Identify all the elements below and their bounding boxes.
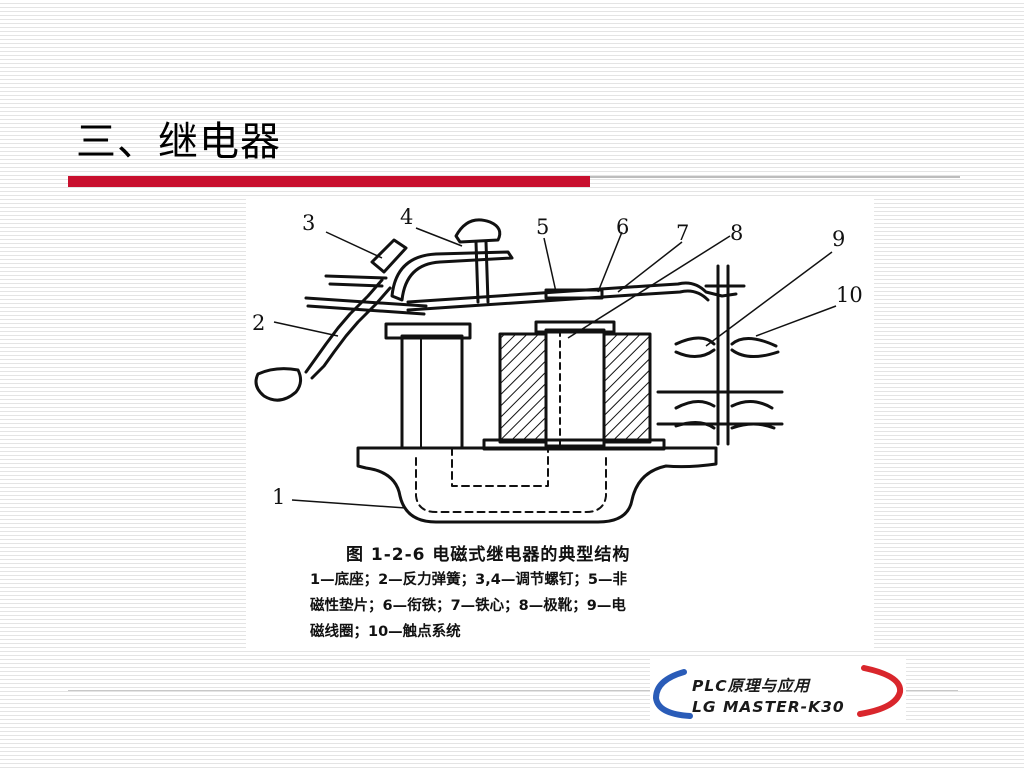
logo-text-line: LG MASTER-K30	[692, 698, 845, 716]
label-5: 5	[536, 215, 549, 239]
label-6: 6	[616, 215, 629, 239]
label-7: 7	[676, 221, 689, 245]
figure-caption-title: 图 1-2-6 电磁式继电器的典型结构	[346, 545, 631, 565]
label-3: 3	[302, 211, 315, 235]
reaction-spring	[304, 278, 392, 380]
spring-cap	[254, 367, 303, 402]
figure-caption-line: 磁性垫片；6—衔铁；7—铁心；8—极靴；9—电	[310, 598, 626, 614]
yoke-left	[400, 334, 464, 450]
footer-divider	[68, 690, 958, 691]
armature	[406, 281, 738, 304]
label-2: 2	[252, 311, 265, 335]
relay-structure-figure: 1 2 3 4 5 6 7 8 9 10 图 1-2-6 电磁式继电器的典型结构…	[246, 196, 874, 650]
label-8: 8	[730, 221, 743, 245]
adjusting-screw-4	[454, 218, 502, 244]
coil-base-plate	[482, 438, 666, 451]
coil-right	[602, 332, 652, 444]
bracket	[390, 250, 514, 302]
logo-text-line: PLC原理与应用	[692, 677, 811, 695]
figure-caption-line: 1—底座；2—反力弹簧；3,4—调节螺钉；5—非	[310, 572, 627, 588]
yoke-top	[384, 322, 472, 340]
pole-shoe	[534, 320, 616, 334]
figure-caption-line: 磁线圈；10—触点系统	[310, 624, 461, 640]
base-inner-dashed	[451, 447, 549, 487]
relay-diagram: 1 2 3 4 5 6 7 8 9 10	[252, 205, 863, 524]
base	[356, 446, 718, 524]
label-4: 4	[400, 205, 413, 229]
coil-left	[498, 332, 548, 444]
course-logo: PLC原理与应用 LG MASTER-K30	[650, 658, 906, 722]
non-magnetic-shim	[544, 288, 604, 300]
label-1: 1	[272, 485, 285, 509]
adjusting-screw-3	[370, 238, 408, 274]
logo-swoosh-icon	[652, 665, 904, 719]
slide-title: 三、继电器	[76, 119, 281, 165]
label-10: 10	[836, 283, 863, 307]
label-9: 9	[832, 227, 845, 251]
title-underline-accent	[68, 176, 590, 187]
contact-system	[674, 336, 780, 358]
title-underline-divider	[590, 176, 960, 178]
iron-core	[544, 328, 606, 448]
